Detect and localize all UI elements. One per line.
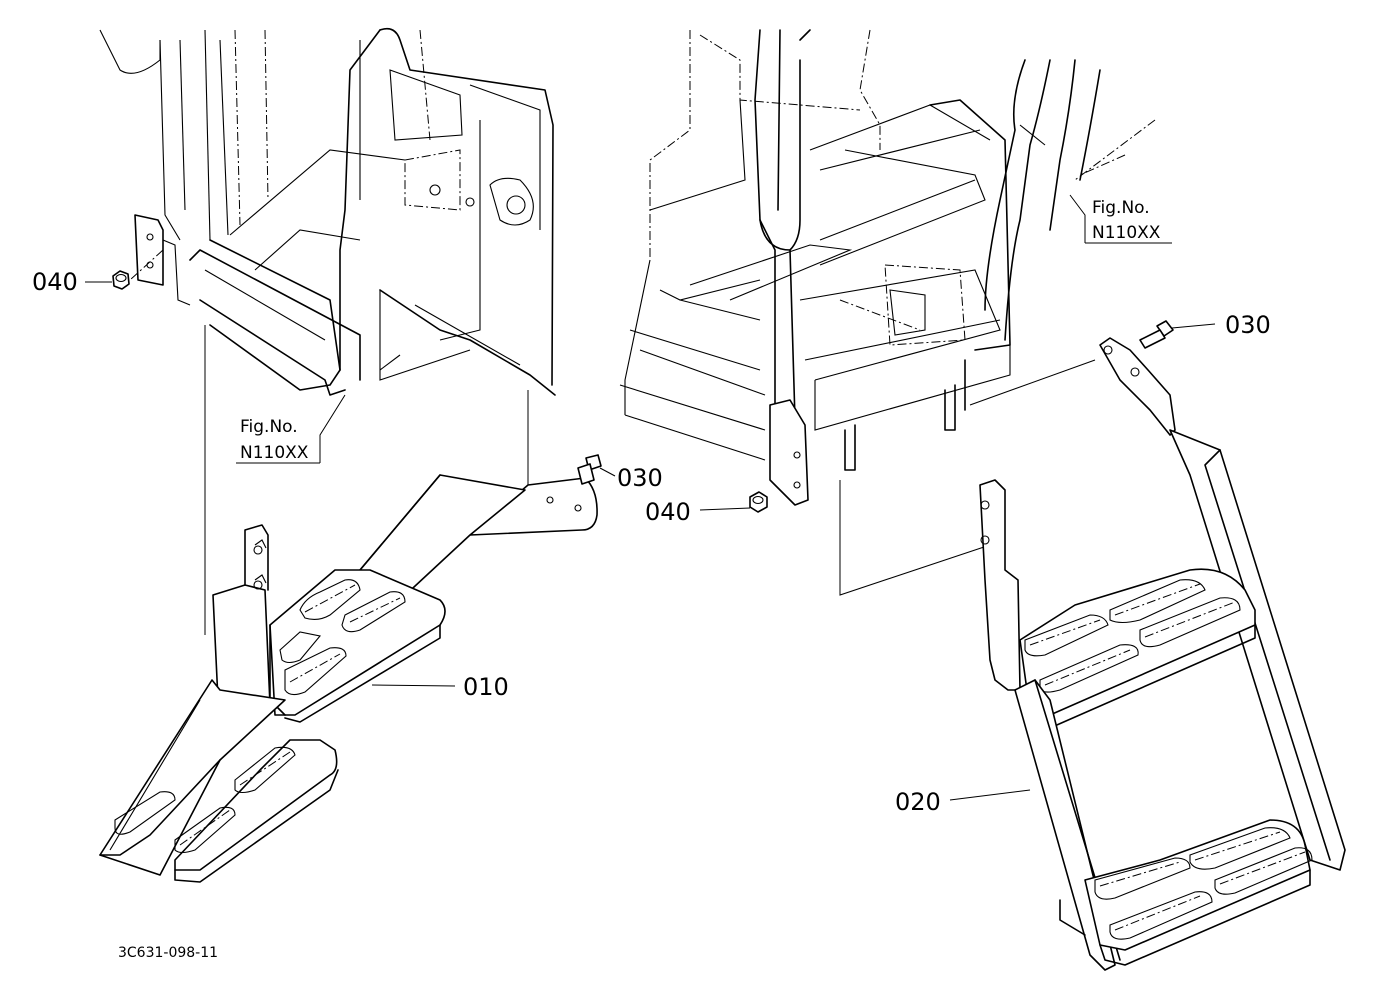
leader-020: [949, 789, 1031, 801]
bolt-030-upper: [1139, 320, 1216, 349]
nut-040-mid: [699, 491, 768, 513]
left-cab-frame: [99, 27, 556, 635]
leader-010: [371, 684, 456, 687]
label-020: 020: [895, 788, 941, 816]
right-cab-frame: [619, 29, 1156, 596]
label-030-upper: 030: [1225, 311, 1271, 339]
label-040-left: 040: [32, 268, 78, 296]
fig-ref-left-line2: N110XX: [240, 443, 309, 463]
fig-ref-right-line2: N110XX: [1092, 223, 1161, 243]
label-010: 010: [463, 673, 509, 701]
fig-ref-left: Fig.No. N110XX: [236, 394, 346, 464]
step-020: [979, 337, 1346, 971]
drawing-code: 3C631-098-11: [118, 945, 218, 961]
label-030-mid: 030: [617, 464, 663, 492]
fig-ref-right: Fig.No. N110XX: [1069, 194, 1172, 244]
bolt-030-mid: [577, 454, 616, 485]
fig-ref-left-line1: Fig.No.: [240, 417, 298, 437]
fig-ref-right-line1: Fig.No.: [1092, 198, 1150, 218]
step-010: [99, 474, 598, 883]
nut-040-left: [85, 270, 130, 290]
label-040-mid: 040: [645, 498, 691, 526]
